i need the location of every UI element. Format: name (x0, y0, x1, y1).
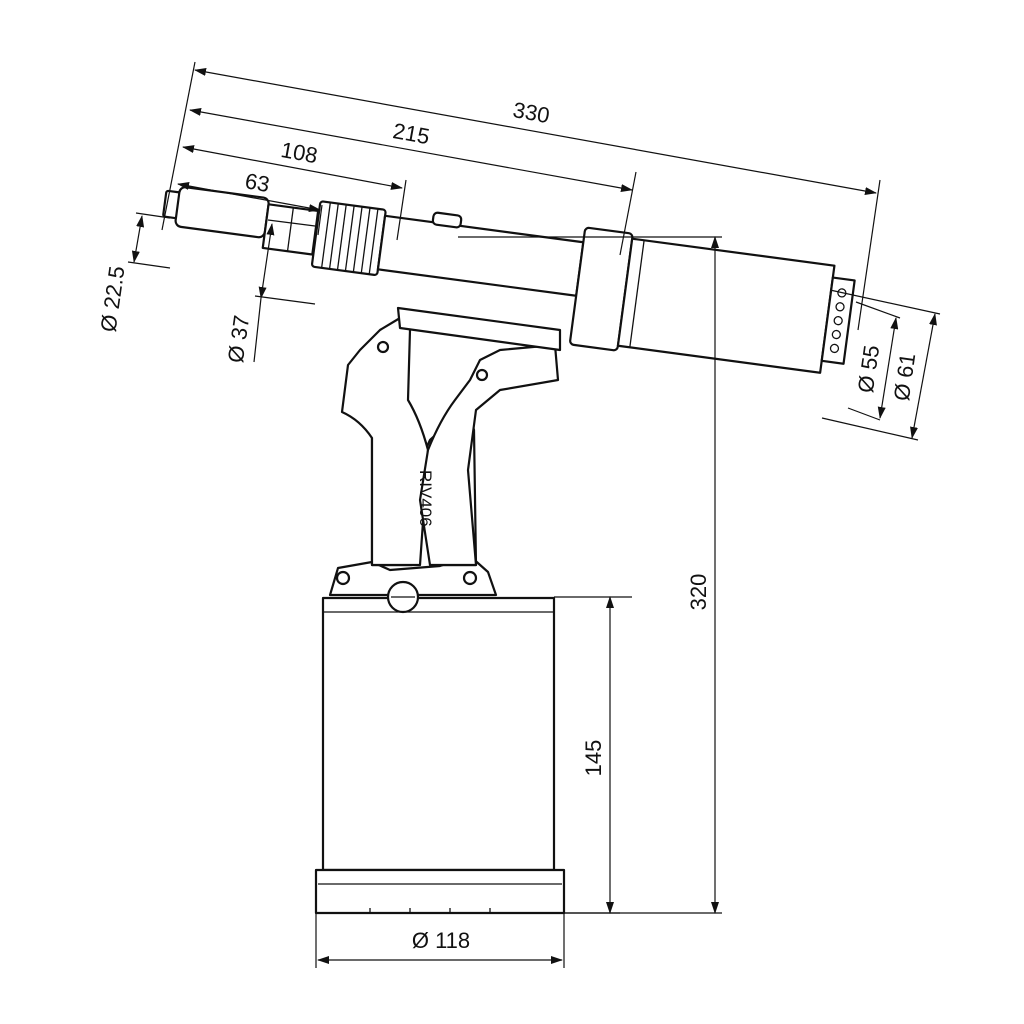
dim-label-108: 108 (279, 137, 320, 168)
barrel-assembly (162, 186, 856, 374)
dim-label-330: 330 (511, 97, 552, 128)
knurled-ring (310, 200, 387, 277)
dim-line-215 (189, 108, 633, 192)
base-foot (314, 868, 566, 915)
dim-label-dia-nose: Ø 22.5 (96, 265, 130, 334)
vacuum-outlet (820, 276, 856, 365)
clamp-screw-right (462, 570, 478, 586)
clamp-screw-left (335, 570, 351, 586)
dim-line-dia-rear-inner (877, 317, 899, 419)
grip-screw (475, 368, 489, 382)
dim-line-dia-rear-outer (910, 313, 937, 439)
upper-frame (396, 306, 562, 352)
dim-line-63 (177, 182, 321, 212)
knurl-lines (320, 202, 379, 275)
dim-label-215: 215 (391, 118, 432, 149)
dim-label-dia-base: Ø 118 (412, 928, 470, 953)
model-marking: RIV406 (416, 470, 435, 527)
dim-line-dia-nose (131, 215, 145, 263)
air-valve (431, 211, 463, 229)
dim-line-108 (182, 145, 403, 190)
dim-label-dia-head: Ø 37 (223, 314, 254, 365)
dim-label-145: 145 (581, 740, 606, 777)
rear-grip (418, 343, 560, 567)
dim-label-320: 320 (686, 574, 711, 611)
foot-slots (369, 908, 491, 913)
barrel-tube (376, 214, 585, 297)
dim-label-dia-rear-inner: Ø 55 (853, 344, 884, 395)
dim-line-dia-head (258, 223, 275, 299)
dim-label-63: 63 (243, 168, 272, 197)
dim-line-330 (194, 68, 877, 195)
rear-cylinder (616, 237, 836, 374)
dim-label-dia-rear-outer: Ø 61 (889, 352, 920, 403)
trigger-housing (340, 316, 430, 567)
oil-canister (321, 596, 556, 872)
tool-body: RIV406 (162, 186, 856, 915)
pivot-screw (376, 340, 390, 354)
